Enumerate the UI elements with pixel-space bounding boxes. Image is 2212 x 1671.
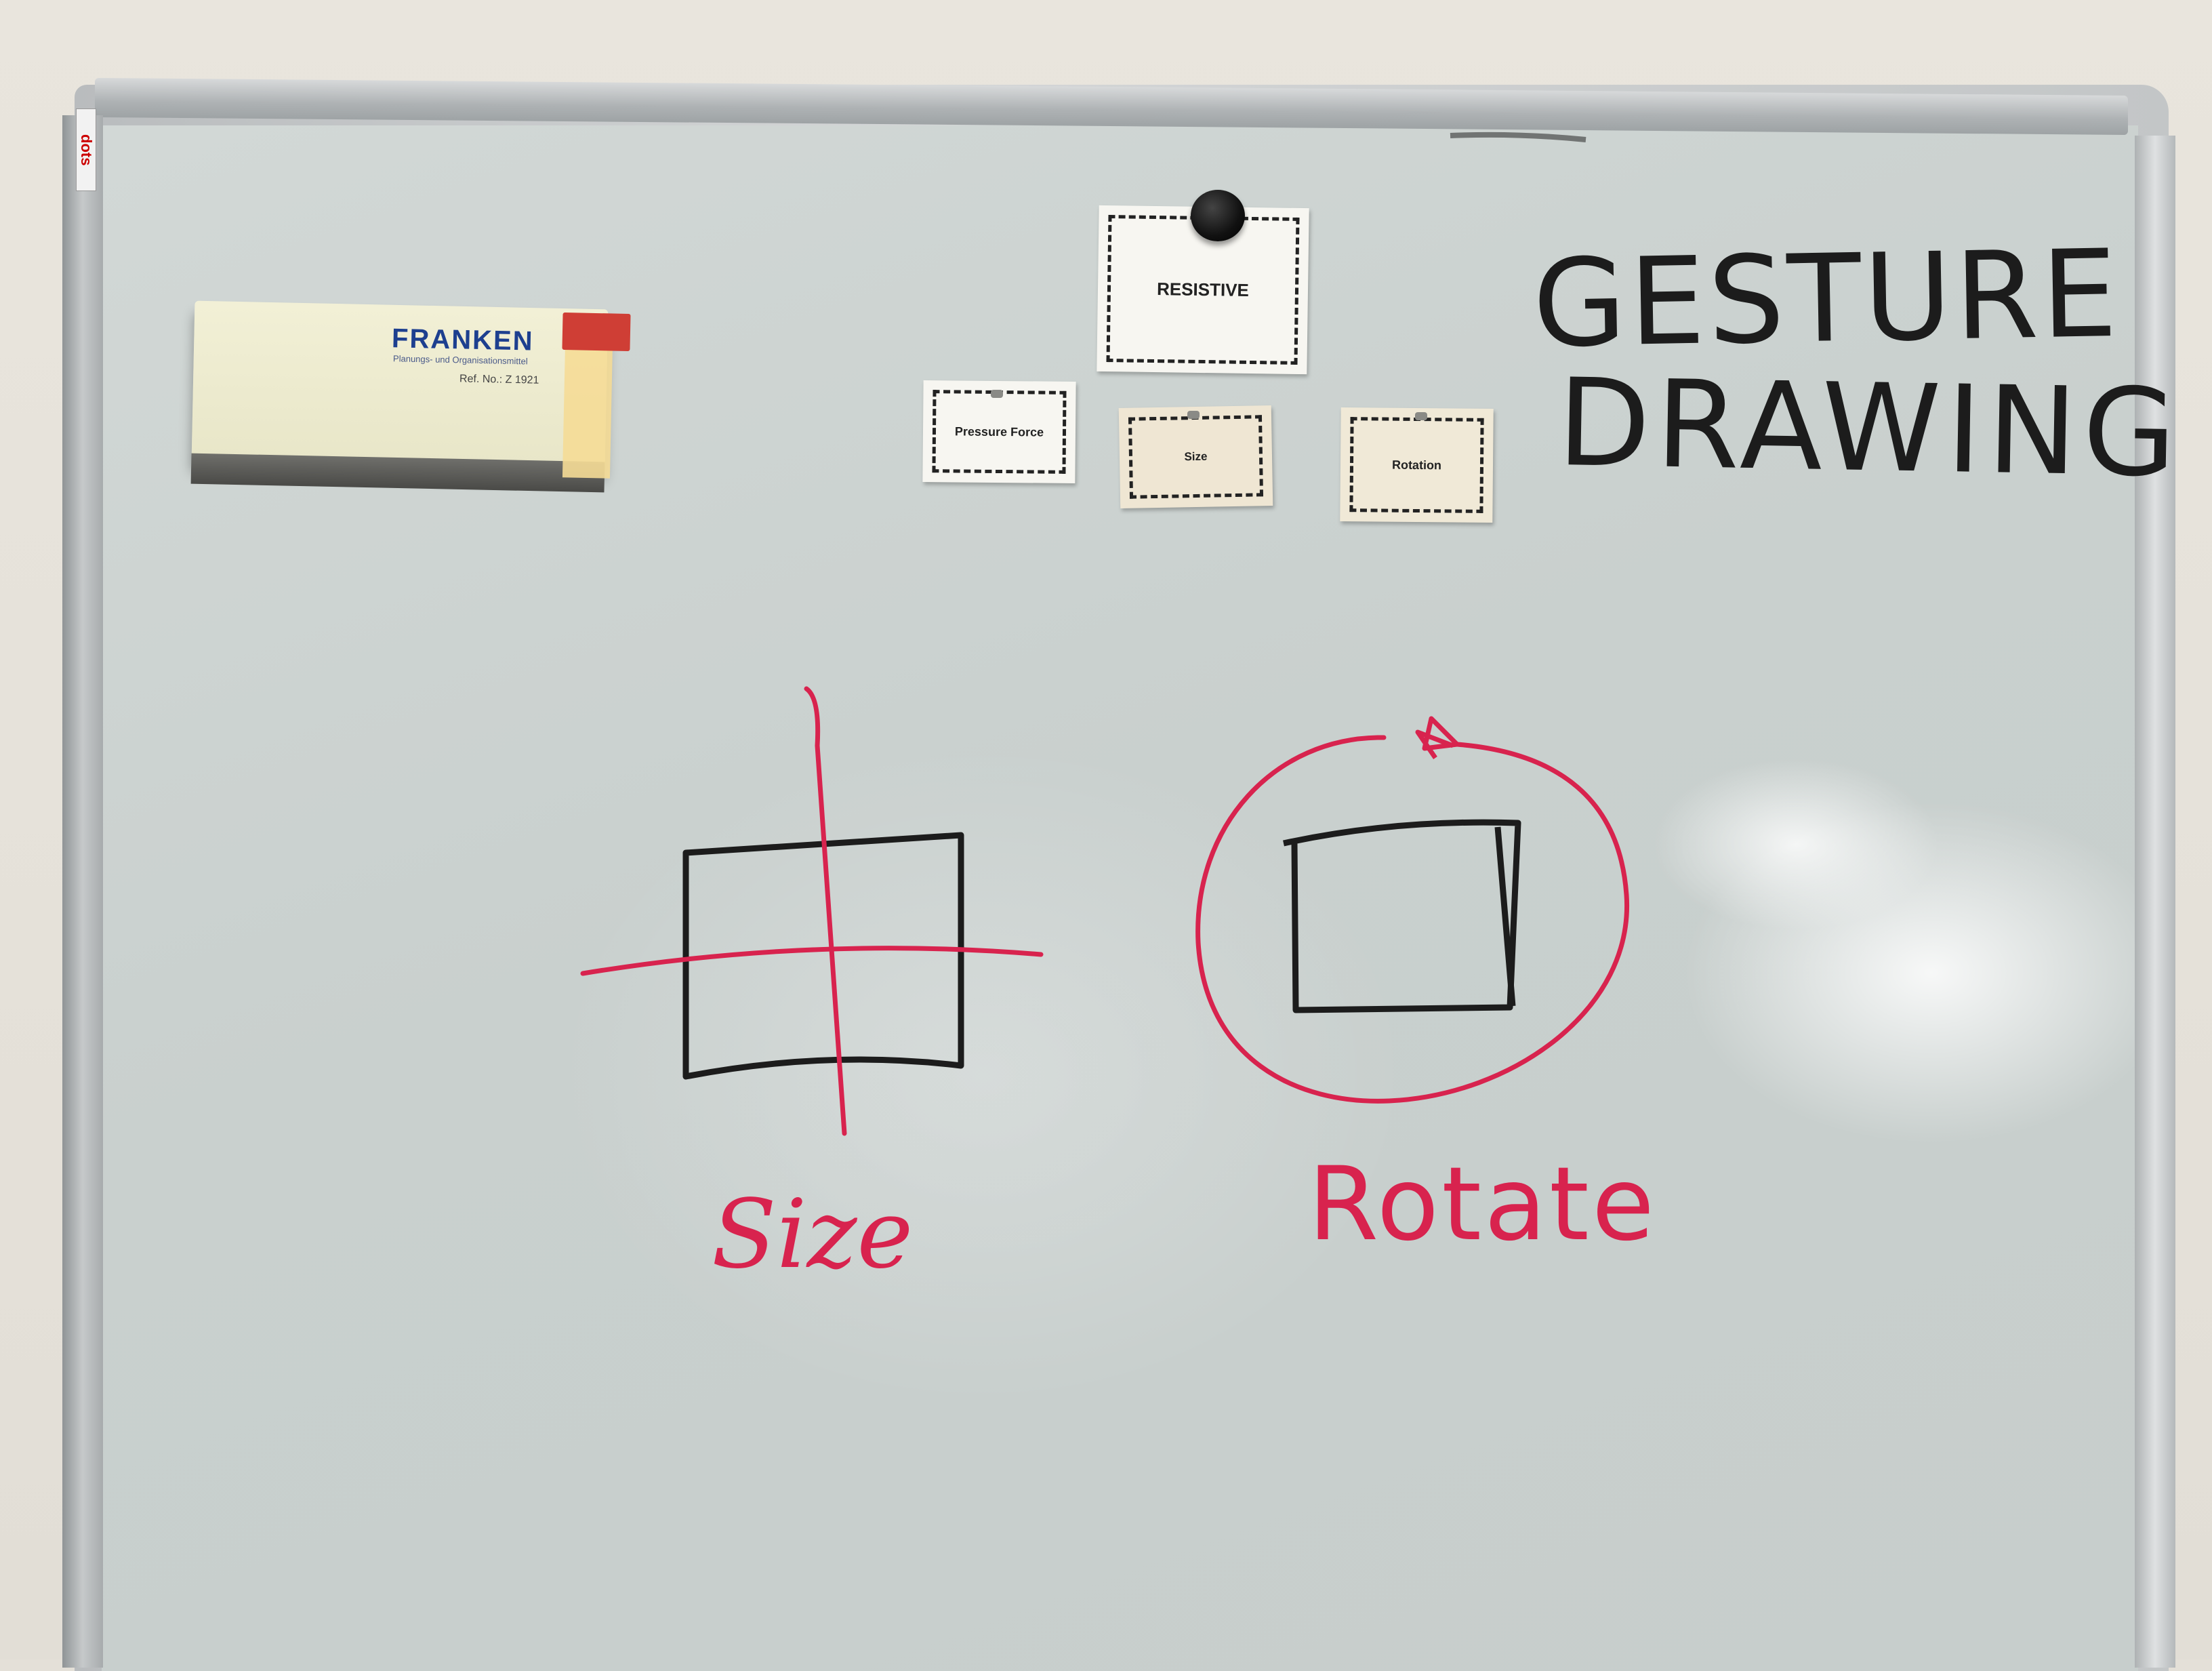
- rotate-arrow-icon: [1415, 716, 1460, 759]
- marker-smudge: [1450, 132, 1586, 142]
- pin-icon: [1187, 411, 1200, 419]
- rotate-sketch-square: [1283, 819, 1521, 1013]
- whiteboard-left-rail: [62, 115, 103, 1668]
- rotate-sketch-square-edge: [1494, 826, 1516, 1007]
- size-sketch-square: [682, 832, 964, 1080]
- rotate-sketch-label: Rotate: [1308, 1146, 1658, 1264]
- pin-icon: [1415, 412, 1427, 420]
- rotate-sketch-circle: [1195, 735, 1630, 1104]
- magnet-icon[interactable]: [1191, 190, 1245, 241]
- size-sketch-horizontal-axis: [580, 946, 1044, 976]
- edge-label-sticker: dots: [76, 108, 96, 191]
- size-sketch-label: Size: [712, 1180, 914, 1290]
- whiteboard-right-rail: [2135, 136, 2175, 1668]
- pin-icon: [991, 390, 1003, 398]
- size-sketch-vertical-axis: [804, 686, 847, 1136]
